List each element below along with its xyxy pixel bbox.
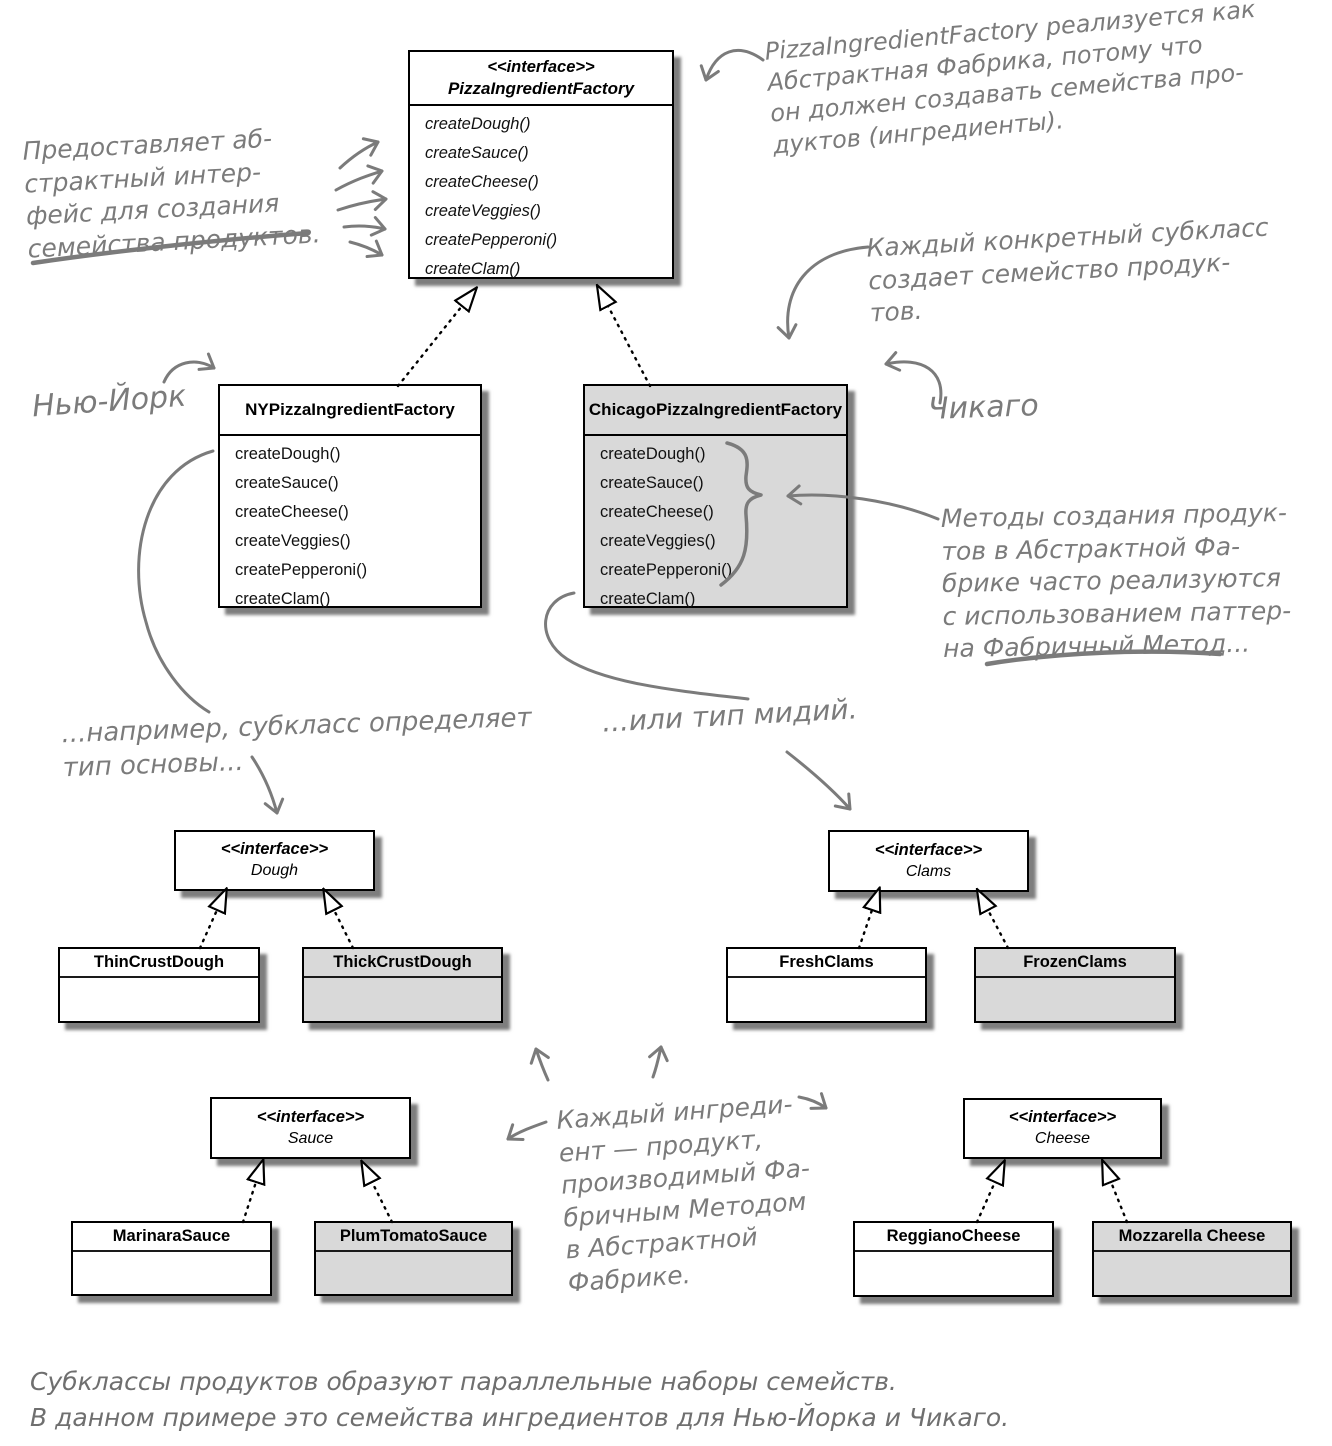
hand-arrow: [348, 239, 384, 259]
class-box-thick-crust-dough: ThickCrustDough: [302, 947, 503, 1023]
method-list: createDough() createSauce() createCheese…: [410, 106, 672, 289]
method: createSauce(): [600, 474, 704, 492]
note-provides-interface: Предоставляет аб- страктный интер- фейс …: [21, 123, 322, 264]
hand-arrow: [250, 755, 285, 815]
class-box-dough-interface: <<interface>> Dough: [174, 830, 375, 891]
class-box-sauce-interface: <<interface>> Sauce: [210, 1097, 411, 1159]
uml-realization-line: [198, 910, 217, 950]
class-name: Sauce: [287, 1129, 334, 1147]
uml-realization-line: [975, 1182, 995, 1224]
hand-brace: [719, 441, 763, 587]
method-list: createDough() createSauce() createCheese…: [220, 436, 480, 619]
realization-lines: [198, 306, 1129, 1224]
class-box-plum-tomato-sauce: PlumTomatoSauce: [314, 1221, 513, 1296]
method: createVeggies(): [600, 532, 716, 550]
hand-arrow: [648, 1045, 669, 1079]
hand-arrow: [338, 137, 380, 170]
class-name: Dough: [250, 862, 299, 879]
method-list: createDough() createSauce() createCheese…: [585, 436, 846, 619]
method: createVeggies(): [425, 202, 541, 220]
class-box-mozzarella-cheese: Mozzarella Cheese: [1092, 1221, 1292, 1297]
class-box-marinara-sauce: MarinaraSauce: [71, 1221, 272, 1296]
hand-arrow: [699, 49, 765, 82]
uml-realization-line: [396, 306, 462, 388]
class-name: PlumTomatoSauce: [316, 1223, 511, 1252]
hand-arrow: [785, 750, 852, 811]
class-box-ny-pizza-ingredient-factory: NYPizzaIngredientFactory createDough() c…: [218, 384, 482, 608]
stereotype-label: <<interface>>: [220, 840, 329, 858]
class-name: MarinaraSauce: [73, 1223, 270, 1252]
class-box-reggiano-cheese: ReggianoCheese: [853, 1221, 1054, 1297]
method: createClam(): [425, 260, 521, 278]
uml-realization-line: [988, 910, 1010, 950]
hand-arrow: [506, 1120, 548, 1141]
class-name: NYPizzaIngredientFactory: [245, 400, 455, 419]
stereotype-label: <<interface>>: [874, 840, 983, 859]
hand-arrow: [884, 351, 943, 405]
label-chicago: Чикаго: [927, 388, 1040, 427]
class-name: Cheese: [1034, 1130, 1091, 1147]
hand-arrow: [334, 164, 384, 192]
uml-realization-line: [1111, 1182, 1129, 1224]
uml-realization-line: [372, 1182, 394, 1224]
class-name: ReggianoCheese: [855, 1223, 1052, 1252]
class-name: Mozzarella Cheese: [1094, 1223, 1290, 1252]
method: createClam(): [600, 590, 696, 608]
uml-realization-line: [241, 1182, 256, 1224]
uml-realization-line: [608, 306, 652, 388]
class-box-pizza-ingredient-factory: <<interface>> PizzaIngredientFactory cre…: [408, 50, 674, 279]
class-box-clams-interface: <<interface>> Clams: [828, 830, 1029, 892]
class-header: ChicagoPizzaIngredientFactory: [585, 386, 846, 436]
class-name: ChicagoPizzaIngredientFactory: [588, 400, 843, 419]
method: createCheese(): [235, 503, 349, 521]
method: createCheese(): [425, 173, 539, 191]
hand-arrow: [342, 216, 387, 237]
method: createClam(): [235, 590, 331, 608]
class-name: PizzaIngredientFactory: [447, 78, 635, 98]
class-box-cheese-interface: <<interface>> Cheese: [963, 1098, 1162, 1159]
class-name: ThinCrustDough: [60, 949, 258, 978]
stereotype-label: <<interface>>: [1008, 1108, 1117, 1126]
method: createPepperoni(): [425, 231, 558, 249]
note-factory-method: Методы создания продук- тов в Абстрактно…: [940, 498, 1292, 664]
class-name: Clams: [905, 862, 952, 880]
stereotype-label: <<interface>>: [487, 57, 595, 76]
hand-curve: [137, 449, 215, 714]
method: createDough(): [600, 445, 706, 463]
uml-realization-line: [857, 910, 872, 950]
method: createPepperoni(): [600, 561, 733, 579]
method: createCheese(): [600, 503, 714, 521]
method: createDough(): [425, 115, 531, 133]
hand-arrow: [786, 484, 940, 521]
class-header: NYPizzaIngredientFactory: [220, 386, 480, 436]
method: createPepperoni(): [235, 561, 368, 579]
uml-realization-line: [334, 910, 355, 950]
class-box-fresh-clams: FreshClams: [726, 947, 927, 1023]
class-header: <<interface>> PizzaIngredientFactory: [410, 52, 672, 106]
hand-arrow: [776, 245, 870, 340]
hand-arrow: [797, 1092, 828, 1110]
class-box-frozen-clams: FrozenClams: [974, 947, 1176, 1023]
note-each-ingredient: Каждый ингреди- ент — продукт, производи…: [555, 1089, 811, 1297]
hand-arrow: [336, 190, 388, 212]
hand-arrow: [529, 1047, 550, 1082]
class-name: FreshClams: [728, 949, 925, 978]
method: createVeggies(): [235, 532, 351, 550]
class-box-thin-crust-dough: ThinCrustDough: [58, 947, 260, 1023]
method: createSauce(): [425, 144, 529, 162]
method: createDough(): [235, 445, 341, 463]
stereotype-label: <<interface>>: [256, 1107, 365, 1126]
page-caption: Субклассы продуктов образуют параллельны…: [30, 1367, 1010, 1433]
hand-annotations: [30, 49, 1223, 1141]
hand-underline: [984, 649, 1223, 667]
method: createSauce(): [235, 474, 339, 492]
class-name: ThickCrustDough: [304, 949, 501, 978]
hand-underline: [30, 230, 311, 266]
hand-arrow: [162, 352, 216, 384]
class-name: FrozenClams: [976, 949, 1174, 978]
hand-curve: [544, 591, 750, 701]
